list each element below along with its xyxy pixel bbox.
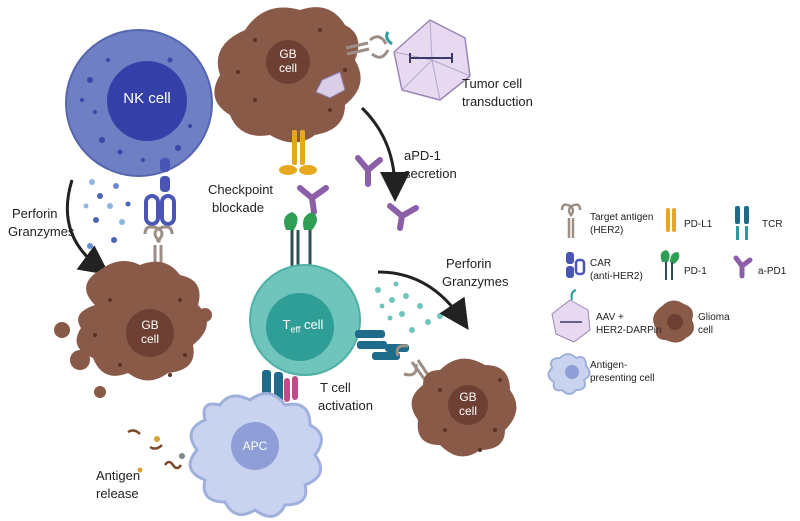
antigen-release-label-1: Antigen	[96, 468, 141, 483]
legend-car-label-1: CAR	[590, 258, 612, 269]
gb-cell-left	[54, 261, 212, 398]
checkpoint-label-2: blockade	[212, 200, 265, 215]
apd1-secretion-label-2: secretion	[404, 166, 457, 181]
nk-cell-label: NK cell	[123, 90, 171, 107]
legend-apd1-label: a-PD1	[758, 266, 787, 277]
legend-apc-icon	[547, 353, 591, 395]
perforin-dots-left	[83, 179, 131, 249]
antigen-fragments	[127, 429, 185, 473]
legend-glioma-label-2: cell	[698, 325, 714, 336]
legend-aav-label-2: HER2-DARPin	[596, 325, 662, 336]
legend-apd1-icon	[733, 255, 753, 279]
tumor-transduction-label-2: transduction	[462, 94, 533, 109]
tcr-to-gb-right	[355, 330, 409, 360]
teff-cell-label: Teff cell	[282, 317, 324, 335]
gb-right-label-1: GB	[459, 390, 477, 404]
perforin-right-label-2: Granzymes	[442, 274, 509, 289]
legend-pd1-label: PD-1	[684, 266, 707, 277]
legend-target-antigen-icon	[560, 203, 582, 238]
perforin-left-label-2: Granzymes	[8, 224, 75, 239]
perforin-right-label-1: Perforin	[446, 256, 492, 271]
gb-left-label-2: cell	[140, 332, 159, 346]
legend-car-label-2: (anti-HER2)	[590, 271, 643, 282]
legend-pdl1-icon	[666, 208, 676, 232]
legend-tcr-icon	[735, 206, 749, 240]
legend-apc-label-2: presenting cell	[590, 373, 655, 384]
antigen-release-label-2: release	[96, 486, 139, 501]
legend-tcr-label: TCR	[762, 219, 783, 230]
gb-left-label-1: GB	[141, 318, 159, 332]
tcell-activation-label-1: T cell	[320, 380, 351, 395]
legend-car-icon	[566, 252, 586, 278]
apc-cell	[188, 392, 323, 518]
nk-car-receptor	[144, 158, 176, 226]
gb-top-label-1: GB	[279, 47, 297, 61]
arrow-left-perforin	[65, 179, 110, 276]
arrow-right-perforin	[377, 270, 469, 330]
pd1-receptors	[284, 212, 317, 268]
arrow-apd1-secretion	[360, 106, 410, 202]
apc-label: APC	[242, 439, 268, 453]
gb-top-label-2: cell	[278, 61, 297, 75]
tumor-transduction-label-1: Tumor cell	[462, 76, 523, 91]
perforin-left-label-1: Perforin	[12, 206, 58, 221]
legend-pd1-icon	[660, 250, 680, 280]
legend-glioma-label-1: Glioma	[698, 312, 730, 323]
checkpoint-label-1: Checkpoint	[208, 182, 274, 197]
target-antigen-top	[345, 35, 390, 59]
legend-aav-icon	[551, 289, 591, 343]
legend-target-antigen-label-1: Target antigen	[590, 212, 654, 223]
gb-right-label-2: cell	[458, 404, 477, 418]
apd1-secretion-label-1: aPD-1	[404, 148, 441, 163]
aav-particle	[385, 19, 471, 101]
apd1-antibodies	[297, 155, 419, 231]
gb-cell-top	[214, 7, 361, 143]
legend-aav-label-1: AAV +	[596, 312, 624, 323]
legend-pdl1-label: PD-L1	[684, 219, 713, 230]
legend-apc-label-1: Antigen-	[590, 360, 628, 371]
pdl1-top	[279, 130, 317, 175]
gb-cell-right	[411, 358, 517, 457]
legend-target-antigen-label-2: (HER2)	[590, 225, 624, 236]
teff-cell	[249, 264, 361, 376]
legend-glioma-icon	[653, 300, 694, 343]
nk-cell	[65, 29, 213, 177]
tcell-activation-label-2: activation	[318, 398, 373, 413]
